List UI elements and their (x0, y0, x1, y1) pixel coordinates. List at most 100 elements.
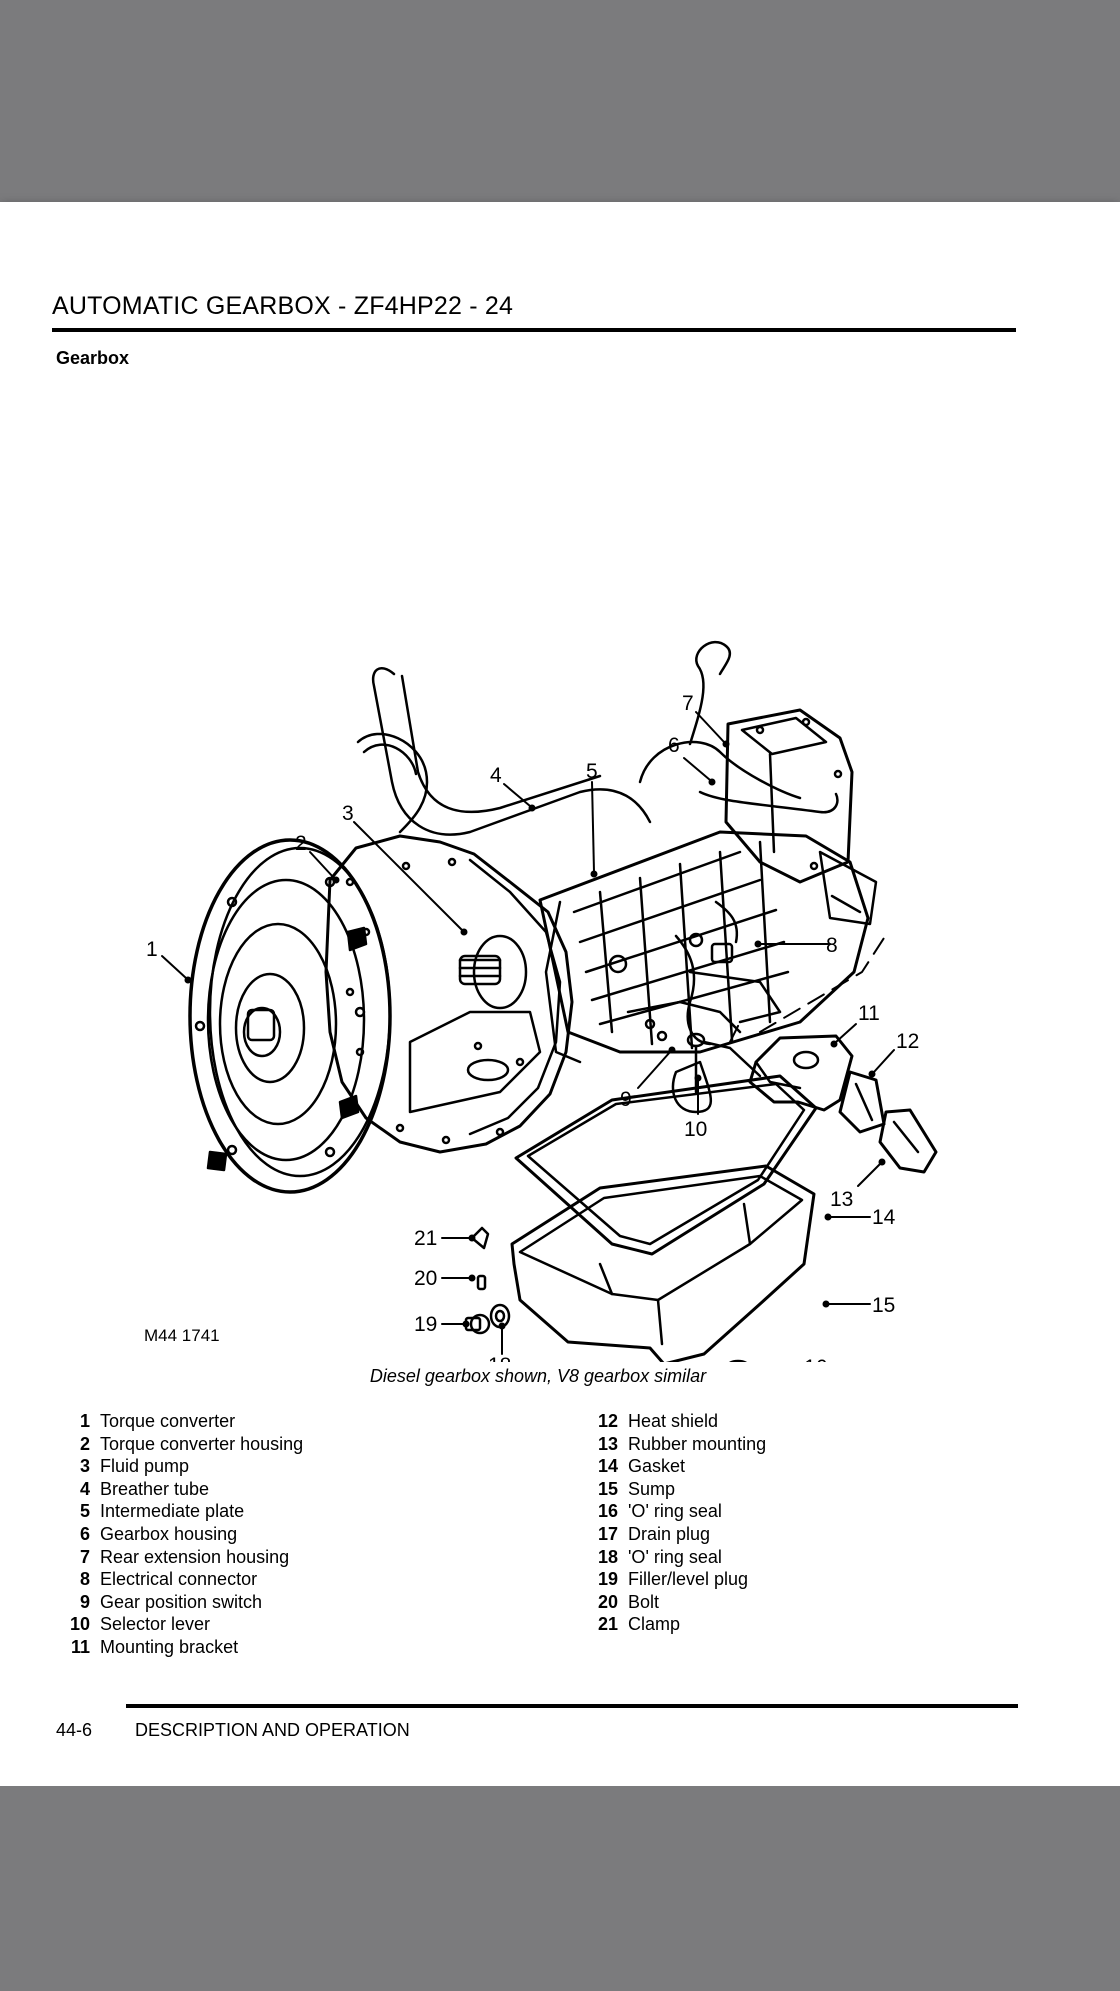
parts-list-item: 12 Heat shield (580, 1410, 766, 1433)
part-number: 9 (79, 1591, 90, 1612)
torque-converter-drawing (188, 838, 392, 1194)
part-number: 2 (79, 1433, 90, 1454)
part-name: Fluid pump (100, 1456, 190, 1477)
callout-21: 21 (414, 1227, 437, 1250)
part-number: 10 (69, 1614, 90, 1635)
page-title: AUTOMATIC GEARBOX - ZF4HP22 - 24 (52, 292, 514, 320)
part-name: Rear extension housing (100, 1546, 290, 1567)
part-number: 19 (597, 1569, 618, 1590)
parts-list-item: 4 Breather tube (52, 1478, 303, 1501)
selector-linkage-drawing (626, 900, 782, 1114)
part-name: Bolt (628, 1591, 660, 1612)
gearbox-housing-drawing (538, 830, 870, 1064)
part-name: Sump (628, 1478, 676, 1499)
part-name: 'O' ring seal (628, 1546, 722, 1567)
parts-list-item: 6 Gearbox housing (52, 1523, 303, 1546)
title-rule (52, 328, 1016, 332)
exploded-gearbox-diagram: 1 2 3 4 5 6 7 8 9 10 11 12 13 14 15 16 1… (0, 412, 1120, 1362)
parts-list-item: 18 'O' ring seal (580, 1546, 766, 1569)
viewer-background-bottom (0, 1786, 1120, 1991)
part-name: Breather tube (100, 1478, 210, 1499)
part-name: 'O' ring seal (628, 1501, 722, 1522)
footer-rule (126, 1704, 1018, 1708)
gasket-drawing (514, 1074, 818, 1256)
part-number: 11 (70, 1636, 90, 1657)
mounting-bracket-drawing (748, 1034, 854, 1112)
parts-list-item: 16 'O' ring seal (580, 1500, 766, 1523)
part-number: 20 (597, 1591, 618, 1612)
parts-list-item: 19 Filler/level plug (580, 1568, 766, 1591)
callout-11: 11 (858, 1002, 880, 1025)
part-number: 6 (79, 1523, 90, 1544)
parts-list-item: 17 Drain plug (580, 1523, 766, 1546)
callout-6: 6 (668, 734, 680, 757)
rear-extension-housing-drawing (724, 708, 878, 926)
callout-16: 16 (804, 1356, 827, 1362)
callout-19: 19 (414, 1313, 437, 1336)
parts-list-item: 20 Bolt (580, 1591, 766, 1614)
part-number: 18 (597, 1546, 618, 1567)
section-heading: Gearbox (56, 348, 130, 368)
part-name: Drain plug (628, 1523, 711, 1544)
sump-drawing (510, 1164, 816, 1362)
leader-lines (161, 711, 895, 1355)
part-name: Intermediate plate (100, 1501, 245, 1522)
callout-15: 15 (872, 1294, 895, 1317)
callout-20: 20 (414, 1267, 437, 1290)
parts-list-item: 5 Intermediate plate (52, 1500, 303, 1523)
breather-tube-drawing (356, 640, 839, 836)
callout-2: 2 (295, 832, 307, 855)
callout-12: 12 (896, 1030, 919, 1053)
callout-4: 4 (490, 764, 502, 787)
part-number: 16 (597, 1501, 618, 1522)
parts-list-item: 11 Mounting bracket (52, 1636, 303, 1659)
fluid-pump-drawing (458, 934, 528, 1010)
callout-9: 9 (620, 1088, 632, 1111)
part-name: Torque converter housing (100, 1433, 304, 1454)
callout-14: 14 (872, 1206, 896, 1229)
part-name: Electrical connector (100, 1569, 258, 1590)
parts-list-item: 7 Rear extension housing (52, 1546, 303, 1569)
parts-list-item: 2 Torque converter housing (52, 1433, 303, 1456)
part-name: Clamp (628, 1614, 681, 1635)
part-number: 5 (79, 1501, 90, 1522)
figure-reference: M44 1741 (144, 1326, 220, 1345)
page-number: 44-6 (56, 1720, 93, 1740)
figure-caption: Diesel gearbox shown, V8 gearbox similar (369, 1366, 707, 1386)
part-number: 17 (597, 1523, 618, 1544)
part-number: 12 (597, 1411, 618, 1431)
manual-page: AUTOMATIC GEARBOX - ZF4HP22 - 24 Gearbox (0, 202, 1120, 1786)
part-name: Filler/level plug (628, 1569, 749, 1590)
callout-7: 7 (682, 692, 694, 715)
callout-3: 3 (342, 802, 354, 825)
parts-list-item: 8 Electrical connector (52, 1568, 303, 1591)
part-name: Heat shield (628, 1411, 719, 1431)
callout-8: 8 (826, 934, 838, 957)
callout-18: 18 (488, 1354, 511, 1362)
part-name: Gasket (628, 1456, 686, 1477)
callout-10: 10 (684, 1118, 707, 1141)
callout-13: 13 (830, 1188, 853, 1211)
part-number: 8 (79, 1569, 90, 1590)
part-number: 1 (79, 1411, 90, 1431)
bell-housing-drawing (324, 834, 574, 1154)
callout-5: 5 (586, 760, 598, 783)
part-name: Gearbox housing (100, 1523, 238, 1544)
part-name: Gear position switch (100, 1591, 263, 1612)
callout-1: 1 (146, 938, 158, 961)
part-number: 15 (597, 1478, 618, 1499)
parts-list-item: 9 Gear position switch (52, 1591, 303, 1614)
part-number: 14 (597, 1456, 618, 1477)
footer-section-title: DESCRIPTION AND OPERATION (135, 1720, 410, 1740)
part-number: 7 (79, 1546, 90, 1567)
parts-list-item: 15 Sump (580, 1478, 766, 1501)
part-name: Mounting bracket (100, 1636, 239, 1657)
part-number: 4 (79, 1478, 90, 1499)
